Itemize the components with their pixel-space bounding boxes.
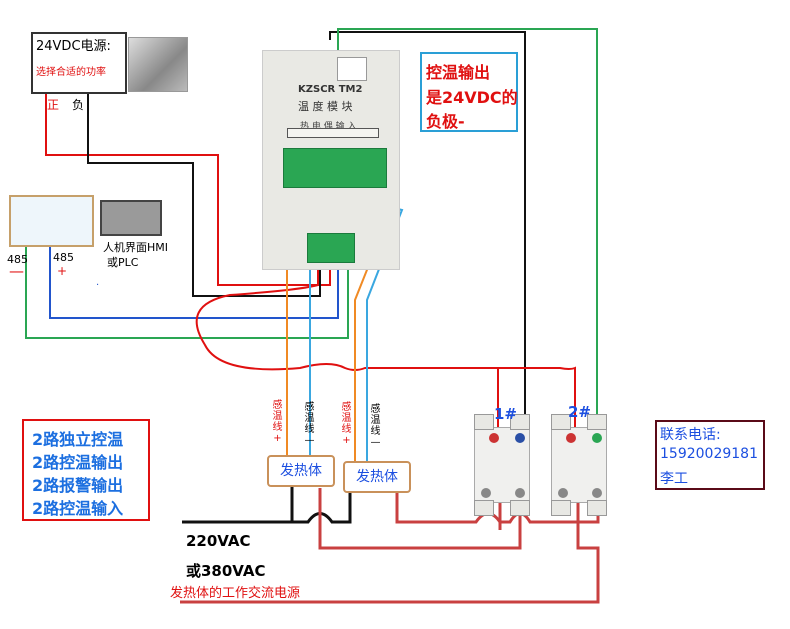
ssr-terminal-negative xyxy=(592,433,602,443)
ssr-terminal-load xyxy=(592,488,602,498)
ssr-mount-tab xyxy=(551,414,571,430)
hmi-panel-image xyxy=(9,195,94,247)
ssr-mount-tab xyxy=(474,500,494,516)
black-negative-wire xyxy=(87,92,321,297)
rs485-left-label: 485 xyxy=(7,253,28,266)
relay-label-1: 1# xyxy=(494,405,518,423)
ssr-mount-tab xyxy=(587,414,607,430)
positive-label: 正 xyxy=(47,98,60,112)
rs485-right-label: 485 xyxy=(53,251,74,264)
ac-black-wire xyxy=(182,485,294,524)
ac-red-wire-3 xyxy=(180,500,600,604)
ssr-terminal-load xyxy=(481,488,491,498)
ac-supply-note: 发热体的工作交流电源 xyxy=(170,586,301,601)
contact-box xyxy=(655,420,765,490)
terminal-block-top xyxy=(283,148,387,188)
contact-name: 李工 xyxy=(660,471,688,487)
ssr-terminal-load xyxy=(515,488,525,498)
ssr-mount-tab xyxy=(551,500,571,516)
relay-label-2: 2# xyxy=(568,403,592,421)
ssr-terminal-negative xyxy=(515,433,525,443)
ssr-terminal-load xyxy=(558,488,568,498)
output-note-line1: 控温输出 xyxy=(426,63,491,82)
power-supply-title: 24VDC电源: xyxy=(36,39,111,54)
ac-red-wire-1 xyxy=(318,488,522,550)
power-supply-subtitle: 选择合适的功率 xyxy=(36,67,106,78)
rs485-right-sign: + xyxy=(57,264,68,278)
ac-voltage-2: 或380VAC xyxy=(186,562,266,580)
sense-wire-positive-1: 感温线+ xyxy=(272,400,283,444)
heater-2: 发热体 xyxy=(343,461,411,493)
red-ssr2-control-wire xyxy=(498,366,576,432)
solid-state-relay-2 xyxy=(551,414,607,516)
red-ssr-control-wire xyxy=(195,262,499,432)
blue-rs485-wire xyxy=(49,247,339,319)
ssr-mount-tab xyxy=(510,500,530,516)
ac-voltage-1: 220VAC xyxy=(186,532,251,550)
heater-1: 发热体 xyxy=(267,455,335,487)
dot-marker: . xyxy=(96,277,100,288)
ssr-mount-tab xyxy=(510,414,530,430)
power-supply-box xyxy=(31,32,127,94)
sense-wire-negative-1: 感温线— xyxy=(304,402,315,446)
module-model: KZSCR TM2 xyxy=(298,84,363,95)
contact-phone: 15920029181 xyxy=(660,446,758,462)
terminal-block-bottom xyxy=(307,233,355,263)
feature-item: 2路独立控温 xyxy=(32,430,124,449)
plc-screen-image xyxy=(100,200,162,236)
black-ssr1-wire xyxy=(329,31,526,432)
output-note-line2: 是24VDC的 xyxy=(426,88,518,107)
feature-item: 2路报警输出 xyxy=(32,476,124,495)
feature-item: 2路控温输入 xyxy=(32,499,124,518)
negative-label: 负 xyxy=(72,98,85,112)
solid-state-relay-1 xyxy=(474,414,530,516)
green-ssr2-wire xyxy=(337,28,598,432)
module-terminal-caption: 热 电 偶 输 入 xyxy=(300,122,357,132)
module-name: 温 度 模 块 xyxy=(298,100,353,113)
ssr-terminal-positive xyxy=(566,433,576,443)
rs485-left-sign: — xyxy=(9,262,24,280)
features-box xyxy=(22,419,150,521)
hmi-label: 人机界面HMI xyxy=(103,241,169,254)
output-note-box xyxy=(420,52,518,132)
ssr-mount-tab xyxy=(474,414,494,430)
ssr-mount-tab xyxy=(587,500,607,516)
plc-label: 或PLC xyxy=(107,256,139,269)
contact-title: 联系电话: xyxy=(660,427,721,443)
feature-item: 2路控温输出 xyxy=(32,453,124,472)
sense-wire-positive-2: 感温线+ xyxy=(341,402,352,446)
module-terminal-strip xyxy=(287,128,379,138)
power-supply-image xyxy=(128,37,188,92)
sense-wire-negative-2: 感温线— xyxy=(370,404,381,448)
output-note-line3: 负极- xyxy=(426,112,465,131)
ssr-terminal-positive xyxy=(489,433,499,443)
module-display-window xyxy=(337,57,367,81)
green-rs485-wire xyxy=(25,247,349,339)
ac-red-wire-2 xyxy=(395,492,600,524)
